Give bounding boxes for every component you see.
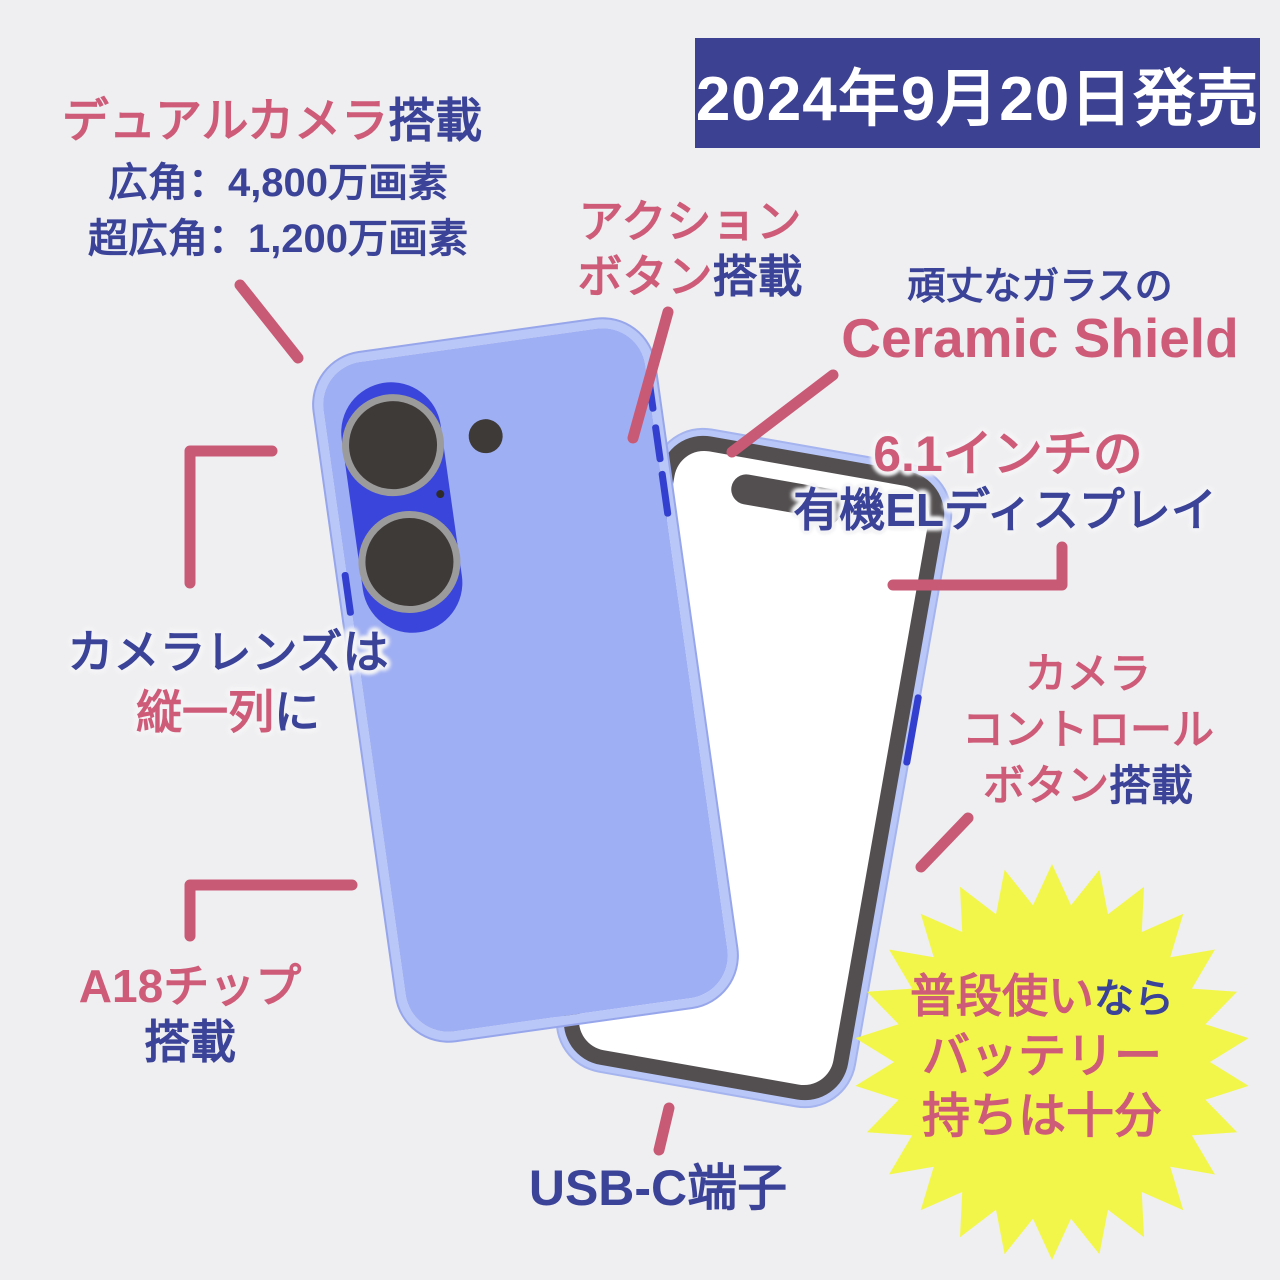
callout-dual-camera-title: デュアルカメラ搭載 [62, 96, 482, 145]
callout-a18-line1: A18チップ [78, 960, 302, 1012]
action-button-accent: ボタン [577, 251, 713, 302]
camera-lens-rest: に [274, 686, 320, 738]
side-button [651, 423, 664, 463]
callout-camera-control-line1: カメラ [1024, 650, 1152, 697]
side-button [645, 381, 657, 413]
callout-display-line2: 有機ELディスプレイ [793, 484, 1217, 536]
action-button-rest: 搭載 [712, 251, 803, 302]
callout-ceramic-line1: 頑丈なガラスの [907, 266, 1173, 308]
callout-ultrawide-spec: 超広角：1,200万画素 [87, 217, 469, 261]
camera-control-rest: 搭載 [1109, 762, 1194, 809]
callout-ceramic-line2: Ceramic Shield [841, 307, 1239, 369]
mic-dot [435, 489, 445, 499]
action-button-mark [341, 571, 355, 617]
release-date-label: 2024年9月20日発売 [695, 65, 1260, 134]
callout-camera-control-line2: コントロール [961, 706, 1215, 753]
battery-accent: 普段使い [910, 970, 1094, 1022]
camera-lens-bottom [351, 504, 468, 620]
side-button [658, 470, 672, 518]
battery-line3: 持ちは十分 [921, 1090, 1163, 1143]
battery-line2: バッテリー [921, 1030, 1163, 1083]
camera-lens-top [335, 387, 451, 503]
callout-camera-lens-line2: 縦一列に [136, 688, 320, 736]
camera-control-accent: ボタン [982, 762, 1109, 809]
callout-wide-spec: 広角：4,800万画素 [107, 161, 449, 205]
callout-usb-c: USB-C端子 [528, 1160, 788, 1216]
dual-camera-rest: 搭載 [388, 94, 483, 147]
release-banner: 2024年9月20日発売 [695, 38, 1260, 148]
callout-camera-control-line3: ボタン搭載 [982, 762, 1194, 809]
callout-display-line1: 6.1インチの [873, 426, 1143, 482]
battery-line1: 普段使いなら [910, 972, 1174, 1020]
callout-action-button-line1: アクション [578, 196, 802, 247]
callout-camera-lens-line1: カメラレンズは [67, 626, 389, 678]
starburst-shape [855, 864, 1249, 1260]
callout-action-button-line2: ボタン搭載 [577, 253, 802, 300]
dual-camera-accent: デュアルカメラ [61, 94, 389, 147]
callout-a18-line2: 搭載 [144, 1016, 236, 1068]
camera-lens-accent: 縦一列 [136, 686, 274, 738]
camera-module [334, 375, 469, 640]
battery-rest: なら [1094, 977, 1174, 1021]
flash-dot [466, 416, 505, 456]
